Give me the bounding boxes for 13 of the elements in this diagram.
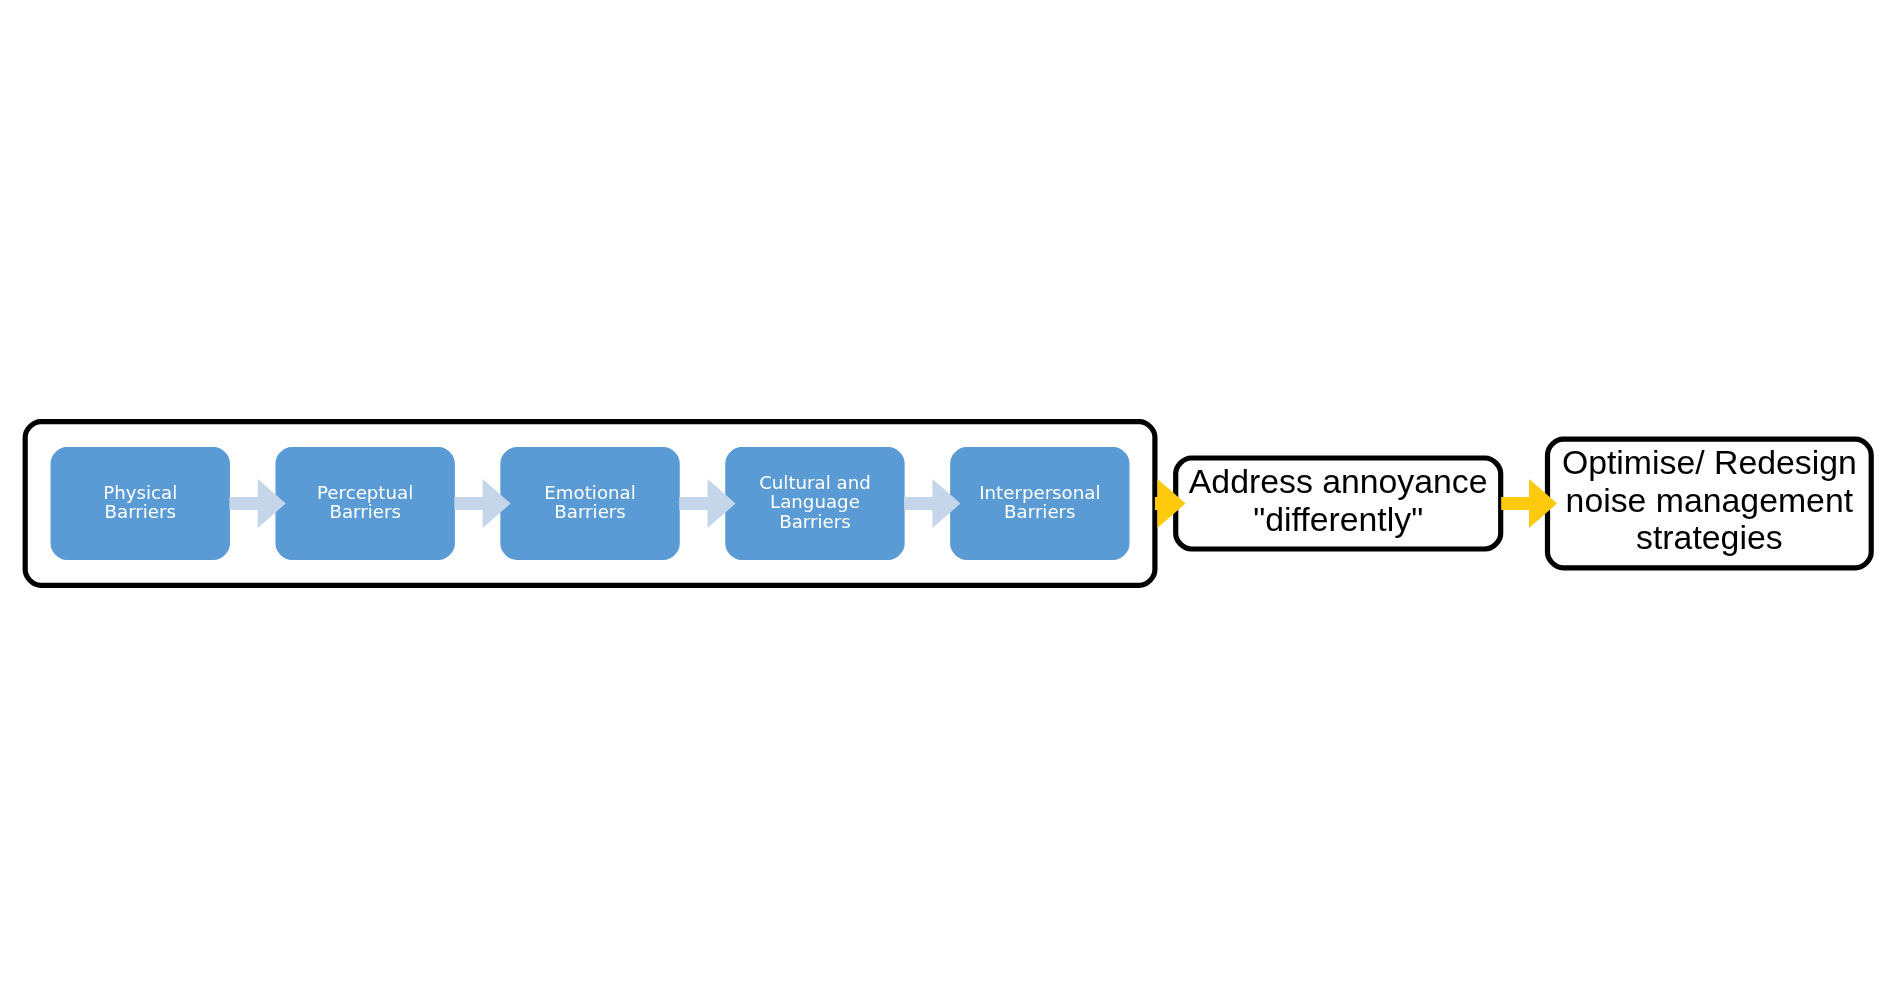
arrow (904, 478, 961, 529)
node-box: Cultural and Language Barriers (725, 446, 905, 561)
node-box: Perceptual Barriers (275, 446, 455, 561)
arrow (679, 478, 736, 529)
arrow (1501, 478, 1558, 529)
node-box: Physical Barriers (50, 446, 230, 561)
node-box: Interpersonal Barriers (950, 446, 1130, 561)
node-box: Emotional Barriers (500, 446, 680, 561)
arrow (229, 478, 286, 529)
arrow (454, 478, 511, 529)
node-box: Optimise/ Redesign noise management strategies (1544, 436, 1874, 571)
node-box: Address annoyance "differently" (1173, 455, 1504, 552)
cluster (22, 419, 1158, 588)
